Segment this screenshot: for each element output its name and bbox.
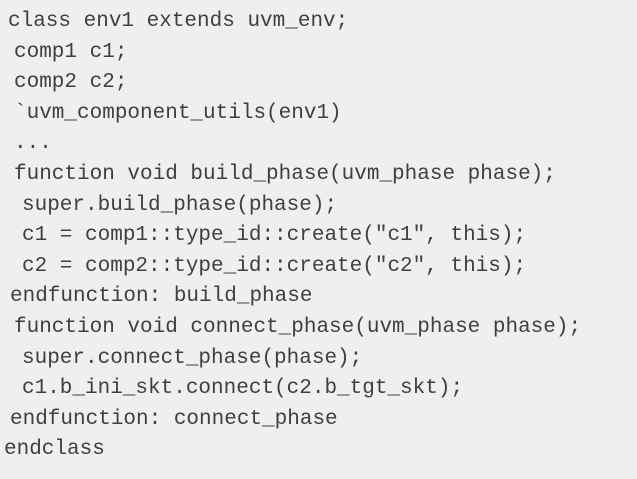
- code-line: ...: [14, 132, 52, 156]
- code-line: c1.b_ini_skt.connect(c2.b_tgt_skt);: [22, 377, 464, 401]
- code-line: super.connect_phase(phase);: [22, 346, 363, 370]
- code-line: `uvm_component_utils(env1): [14, 101, 342, 125]
- code-line: comp2 c2;: [14, 71, 128, 95]
- code-line: c1 = comp1::type_id::create("c1", this);: [22, 224, 527, 248]
- code-line: function void connect_phase(uvm_phase ph…: [14, 315, 582, 339]
- code-line: class env1 extends uvm_env;: [8, 10, 349, 33]
- code-line: function void build_phase(uvm_phase phas…: [14, 162, 556, 186]
- code-line: c2 = comp2::type_id::create("c2", this);: [22, 254, 527, 278]
- code-line: endclass: [4, 438, 105, 462]
- code-line: comp1 c1;: [14, 40, 128, 64]
- code-line: endfunction: connect_phase: [10, 407, 338, 431]
- code-listing: class env1 extends uvm_env; comp1 c1; comp…: [0, 7, 637, 466]
- code-line: endfunction: build_phase: [10, 285, 313, 309]
- code-line: super.build_phase(phase);: [22, 193, 338, 217]
